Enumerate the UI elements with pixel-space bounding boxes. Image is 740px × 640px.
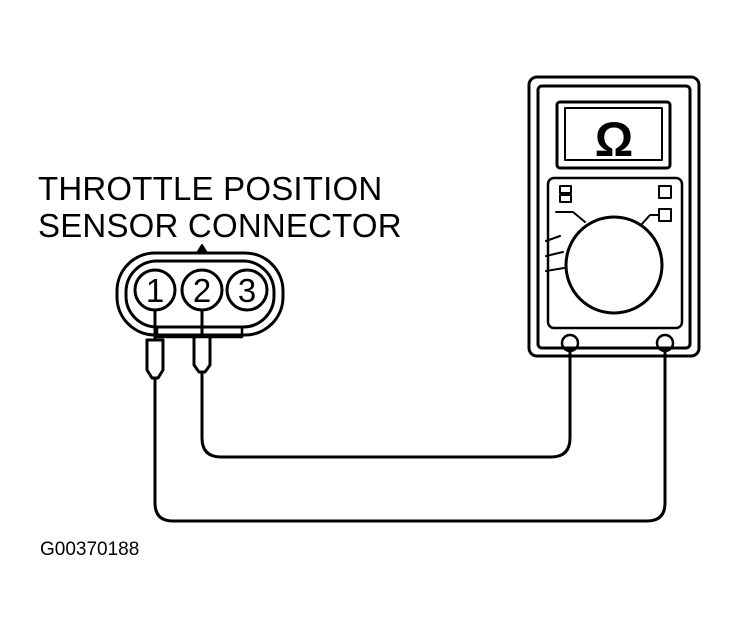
terminal-3-label: 3 bbox=[238, 272, 256, 309]
connector-lock-tab bbox=[196, 244, 208, 254]
ohmmeter bbox=[527, 75, 701, 358]
terminal-1-label: 1 bbox=[146, 272, 164, 309]
range-selector-knob bbox=[564, 215, 664, 315]
test-lead-wire-2 bbox=[200, 346, 572, 459]
meter-dial-panel bbox=[546, 176, 684, 330]
terminal-3-circle bbox=[225, 268, 269, 312]
probe-2 bbox=[192, 308, 212, 374]
ohm-symbol: Ω bbox=[595, 114, 633, 167]
meter-terminal-ohm bbox=[655, 333, 675, 353]
terminal-2-label: 2 bbox=[193, 272, 211, 309]
meter-display-window bbox=[555, 100, 672, 170]
connector-title-line-2: SENSOR CONNECTOR bbox=[38, 207, 402, 244]
probe-1 bbox=[145, 308, 165, 380]
meter-terminal-com bbox=[560, 333, 580, 353]
connector-title-line-1: THROTTLE POSITION bbox=[38, 170, 383, 207]
test-lead-wire-1 bbox=[153, 346, 667, 523]
figure-id: G00370188 bbox=[40, 539, 140, 560]
